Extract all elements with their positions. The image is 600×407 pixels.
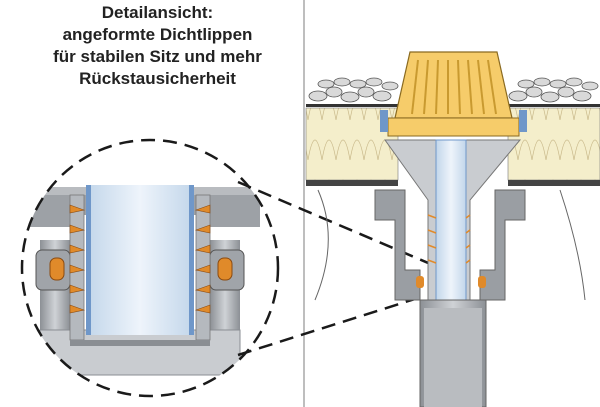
- small-seal-left: [416, 276, 424, 288]
- detail-circle: [22, 140, 278, 396]
- connector-line-top: [237, 180, 441, 270]
- seal-ring-right: [217, 257, 233, 281]
- sealing-lips-left: [69, 204, 86, 314]
- caption-line-4: Rückstausicherheit: [79, 69, 236, 88]
- caption-line-2: angeformte Dichtlippen: [62, 25, 253, 44]
- detail-circle-outline: [20, 138, 280, 398]
- roof-assembly: [305, 51, 600, 407]
- sealing-lips-right: [194, 204, 211, 314]
- connector-line-bottom: [237, 296, 419, 357]
- seal-ring-left: [49, 257, 65, 281]
- gravel-layer: [308, 77, 599, 103]
- small-seal-right: [478, 276, 486, 288]
- inner-pipe: [86, 185, 194, 335]
- drain-pipe: [435, 139, 467, 301]
- detail-caption: Detailansicht: angeformte Dichtlippen fü…: [30, 2, 285, 90]
- caption-line-1: Detailansicht:: [101, 3, 214, 22]
- caption-line-3: für stabilen Sitz und mehr: [53, 47, 262, 66]
